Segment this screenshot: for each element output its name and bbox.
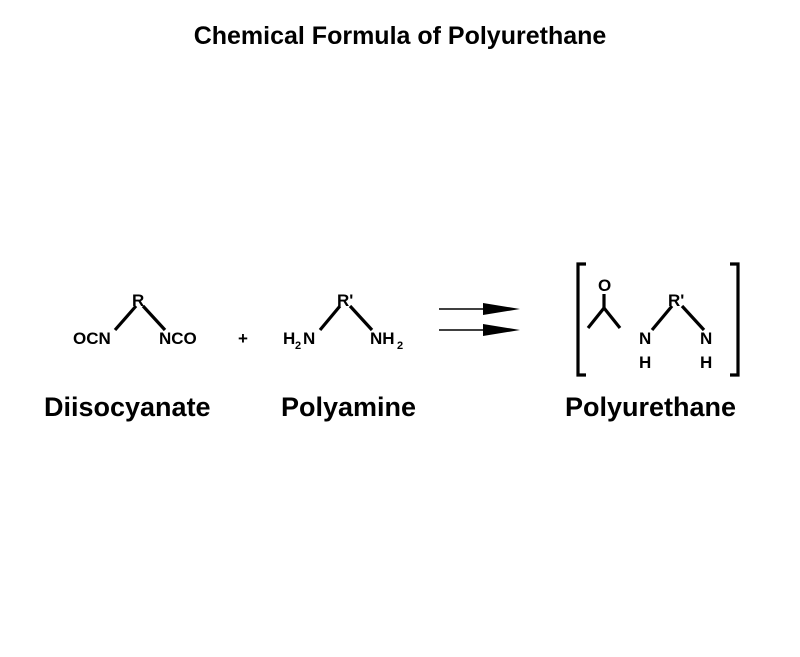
reaction-arrow-bottom: [439, 324, 520, 336]
carbon-left-bond: [586, 307, 606, 329]
nitrogen-right-bond: [680, 304, 706, 332]
carbon-right-bond: [602, 307, 622, 329]
nitrogen-left-bond: [650, 304, 674, 332]
diisocyanate-left-bond: [113, 304, 138, 332]
polyamine-right-bond: [348, 304, 374, 332]
plus-sign: +: [238, 329, 248, 348]
polyurethane-n-right: N: [700, 329, 712, 348]
polyamine-structure: R' H 2 N NH 2: [283, 291, 403, 352]
polyurethane-h-left: H: [639, 353, 651, 372]
polyurethane-h-right: H: [700, 353, 712, 372]
diisocyanate-right-bond: [141, 304, 167, 332]
polyamine-r-label: R': [337, 291, 353, 310]
reaction-arrows: [439, 303, 520, 336]
diisocyanate-name: Diisocyanate: [44, 392, 211, 422]
polyamine-left-n: N: [303, 329, 315, 348]
polyamine-left-bond: [318, 304, 342, 332]
polyamine-right-subscript: 2: [397, 340, 403, 352]
diisocyanate-structure: R OCN NCO: [73, 291, 197, 348]
polyurethane-o-label: O: [598, 276, 611, 295]
right-bracket: [730, 262, 740, 377]
polyurethane-structure: O R' N H N H: [576, 262, 740, 377]
polyamine-name: Polyamine: [281, 392, 416, 422]
polyurethane-r-label: R': [668, 291, 684, 310]
diisocyanate-nco-label: NCO: [159, 329, 197, 348]
polyurethane-name: Polyurethane: [565, 392, 736, 422]
reaction-arrow-top: [439, 303, 520, 315]
left-bracket: [576, 262, 586, 377]
page-title: Chemical Formula of Polyurethane: [193, 22, 607, 50]
diisocyanate-ocn-label: OCN: [73, 329, 111, 348]
polyurethane-n-left: N: [639, 329, 651, 348]
diisocyanate-r-label: R: [132, 291, 144, 310]
polyamine-left-subscript: 2: [295, 340, 301, 352]
polyamine-right-nh: NH: [370, 329, 395, 348]
polyamine-left-h: H: [283, 329, 295, 348]
